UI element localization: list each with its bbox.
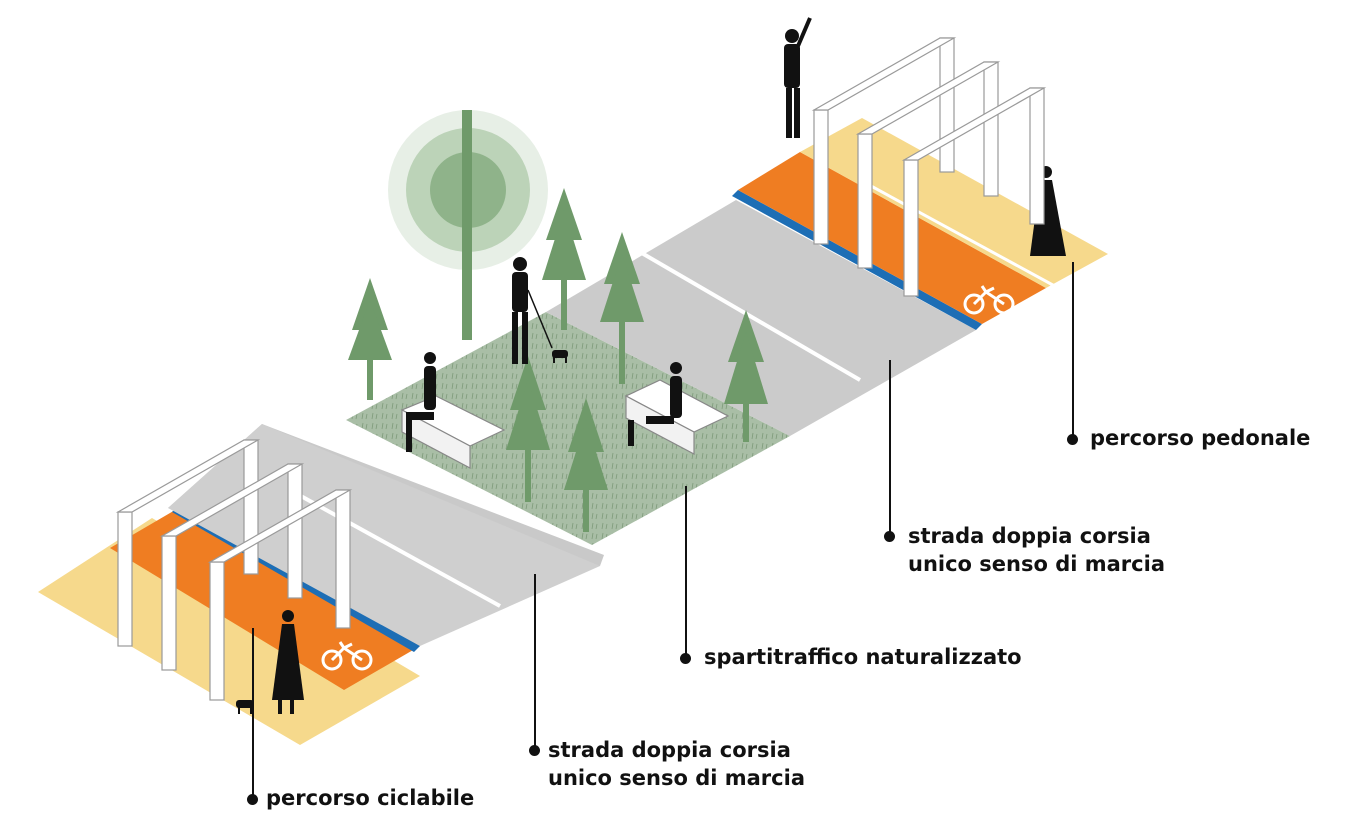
bullet-dot [247, 794, 258, 805]
lane-marking-left [289, 488, 501, 608]
dog-icon [552, 350, 568, 363]
blue-edge-right [732, 190, 982, 330]
label-text-line-2: unico senso di marcia [908, 552, 1165, 576]
tree-icon [600, 232, 644, 384]
label-strada-right: strada doppia corsia unico senso di marc… [908, 522, 1165, 578]
leader-line-spartitraffico [685, 486, 687, 658]
label-strada-left: strada doppia corsia unico senso di marc… [548, 736, 805, 792]
arch-frame-icon [207, 489, 353, 701]
person-icon [272, 610, 304, 714]
tree-icon [542, 188, 586, 330]
arch-frame-icon [855, 61, 1001, 269]
sidewalk-right [800, 118, 1108, 288]
bullet-dot [1067, 434, 1078, 445]
bullet-dot [680, 653, 691, 664]
lane-marking-right [638, 250, 862, 382]
dog-icon [236, 700, 254, 714]
arch-frame-icon [159, 463, 305, 671]
label-text: spartitraffico naturalizzato [704, 645, 1022, 669]
label-text: percorso ciclabile [266, 786, 475, 810]
leader-line-ciclabile [252, 628, 254, 798]
person-icon [628, 362, 682, 446]
median-naturalized [346, 312, 790, 545]
sidewalk-left [38, 518, 420, 745]
label-text: percorso pedonale [1090, 426, 1311, 450]
person-icon [406, 352, 436, 452]
label-percorso-ciclabile: percorso ciclabile [266, 784, 474, 812]
tree-icon [388, 110, 548, 340]
tree-icon [348, 278, 392, 400]
tree-icon [564, 398, 608, 532]
person-icon [784, 17, 812, 138]
label-spartitraffico: spartitraffico naturalizzato [704, 643, 1022, 671]
label-text-line-2: unico senso di marcia [548, 766, 805, 790]
sidewalk-divider-right [859, 178, 1063, 292]
tree-icon [506, 356, 550, 502]
bicycle-icon [963, 285, 1015, 315]
arch-frame-icon [115, 439, 261, 647]
bullet-dot [529, 745, 540, 756]
person-icon [512, 257, 553, 364]
label-text-line-1: strada doppia corsia [548, 738, 791, 762]
label-text-line-1: strada doppia corsia [908, 524, 1151, 548]
leader-line-strada-right [889, 360, 891, 536]
bullet-dot [884, 531, 895, 542]
label-percorso-pedonale: percorso pedonale [1090, 424, 1310, 452]
leader-line-pedonale [1072, 262, 1074, 437]
tree-icon [724, 310, 768, 442]
bicycle-icon [321, 641, 373, 671]
leader-line-strada-left [534, 574, 536, 750]
arch-frame-icon [901, 87, 1047, 297]
